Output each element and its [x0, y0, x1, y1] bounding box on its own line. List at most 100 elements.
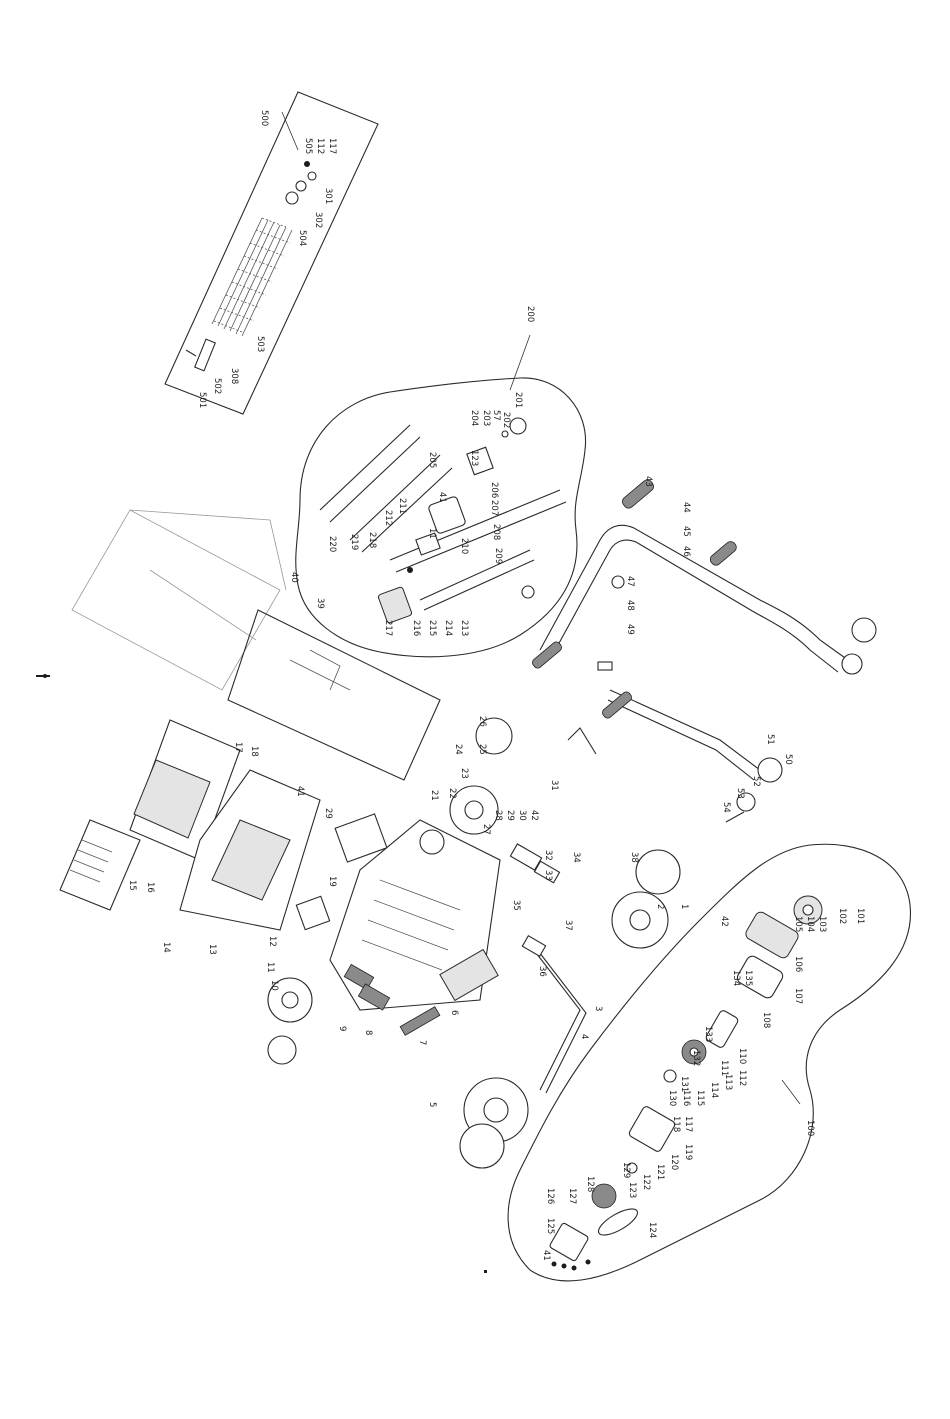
label-122: 122	[641, 1174, 651, 1190]
label-19: 19	[327, 876, 337, 887]
label-11: 11	[427, 528, 437, 539]
label-48: 48	[625, 600, 635, 611]
label-43: 43	[643, 476, 653, 487]
label-13: 13	[207, 944, 217, 955]
label-31: 31	[549, 780, 559, 791]
handle-tube-46	[539, 524, 849, 661]
key-31	[567, 727, 597, 755]
knob-lever	[531, 641, 563, 669]
switch-rod	[389, 489, 567, 573]
label-116: 116	[681, 1090, 691, 1106]
bolt-54	[725, 811, 745, 823]
label-2: 2	[655, 904, 665, 909]
label-308: 308	[229, 368, 239, 384]
label-27: 27	[481, 824, 491, 835]
hubcap-26	[475, 717, 513, 755]
grip-left	[709, 541, 737, 566]
label-25: 25	[477, 744, 487, 755]
screw-216	[407, 567, 413, 573]
label-111: 111	[719, 1060, 729, 1076]
label-16: 16	[145, 882, 155, 893]
label-115: 115	[695, 1090, 705, 1106]
screws-41	[551, 1261, 557, 1267]
label-33: 33	[543, 870, 553, 881]
shaft-110	[705, 1010, 739, 1048]
switch-box-207	[428, 496, 466, 534]
label-40: 40	[289, 572, 299, 583]
label-117: 117	[683, 1116, 693, 1132]
handle-bar-upper	[319, 424, 421, 523]
bearing-301	[295, 180, 307, 192]
label-44: 44	[681, 502, 691, 513]
cover-217	[377, 586, 413, 624]
label-10: 10	[269, 980, 279, 991]
label-26: 26	[477, 716, 487, 727]
label-6: 6	[449, 1010, 459, 1015]
label-220: 220	[327, 536, 337, 552]
label-301: 301	[323, 188, 333, 204]
label-120: 120	[669, 1154, 679, 1170]
label-112: 112	[737, 1070, 747, 1086]
bracket-32	[533, 860, 561, 884]
wheel-50	[757, 757, 783, 783]
label-128: 128	[585, 1176, 595, 1192]
label-103: 103	[817, 916, 827, 932]
label-110: 110	[737, 1048, 747, 1064]
label-45: 45	[681, 526, 691, 537]
label-105: 105	[793, 916, 803, 932]
handle-assembly: 43 44 45 46 47 48 49 50 51 52 53 54	[531, 476, 877, 823]
label-503: 503	[255, 336, 265, 352]
label-133: 133	[703, 1026, 713, 1042]
stator-108	[736, 955, 784, 999]
label-18: 18	[249, 746, 259, 757]
label-24: 24	[453, 744, 463, 755]
label-106: 106	[793, 956, 803, 972]
label-209: 209	[493, 548, 503, 564]
label-4: 4	[579, 1034, 589, 1039]
label-505: 505	[303, 138, 313, 154]
label-101: 101	[855, 908, 865, 924]
label-9: 9	[337, 1026, 347, 1031]
pin-501	[185, 349, 197, 357]
label-1: 1	[679, 904, 689, 909]
label-35: 35	[511, 900, 521, 911]
part-9	[343, 963, 375, 991]
label-28: 28	[493, 810, 503, 821]
wheel-small-right-2	[841, 653, 863, 675]
axle-4	[529, 944, 587, 1094]
label-30: 30	[517, 810, 527, 821]
clip-204	[466, 446, 494, 476]
label-114: 114	[709, 1082, 719, 1098]
motor-106	[745, 911, 799, 959]
label-302: 302	[313, 212, 323, 228]
motor-assembly-100: 100 101 102 103 104 105 106 107 108 110 …	[484, 843, 911, 1282]
dash-mark	[36, 675, 50, 677]
label-100: 100	[805, 1120, 815, 1136]
label-23: 23	[459, 768, 469, 779]
label-215: 215	[427, 620, 437, 636]
cover-125	[549, 1222, 589, 1262]
label-125: 125	[545, 1218, 555, 1234]
label-38: 38	[629, 852, 639, 863]
label-41c: 41	[541, 1250, 551, 1261]
label-42: 42	[529, 810, 539, 821]
label-207: 207	[489, 500, 499, 516]
bolt-505	[304, 161, 310, 167]
block-29	[334, 813, 388, 863]
label-134: 134	[731, 970, 741, 986]
handle-bar-mid	[349, 454, 453, 553]
label-203: 203	[481, 410, 491, 426]
label-47: 47	[625, 576, 635, 587]
label-112: 112	[315, 138, 325, 154]
tine-assembly-500: 500 505 112 117 301 302 504 503 308 502 …	[164, 91, 379, 415]
grip-43	[621, 479, 655, 509]
plug-209	[521, 585, 535, 599]
label-201: 201	[513, 392, 523, 408]
label-502: 502	[212, 378, 222, 394]
label-49: 49	[625, 624, 635, 635]
label-7: 7	[417, 1040, 427, 1045]
label-123: 123	[469, 450, 479, 466]
label-126: 126	[545, 1188, 555, 1204]
clamp-48	[611, 575, 625, 589]
grass-bag-40: 40	[71, 509, 299, 691]
